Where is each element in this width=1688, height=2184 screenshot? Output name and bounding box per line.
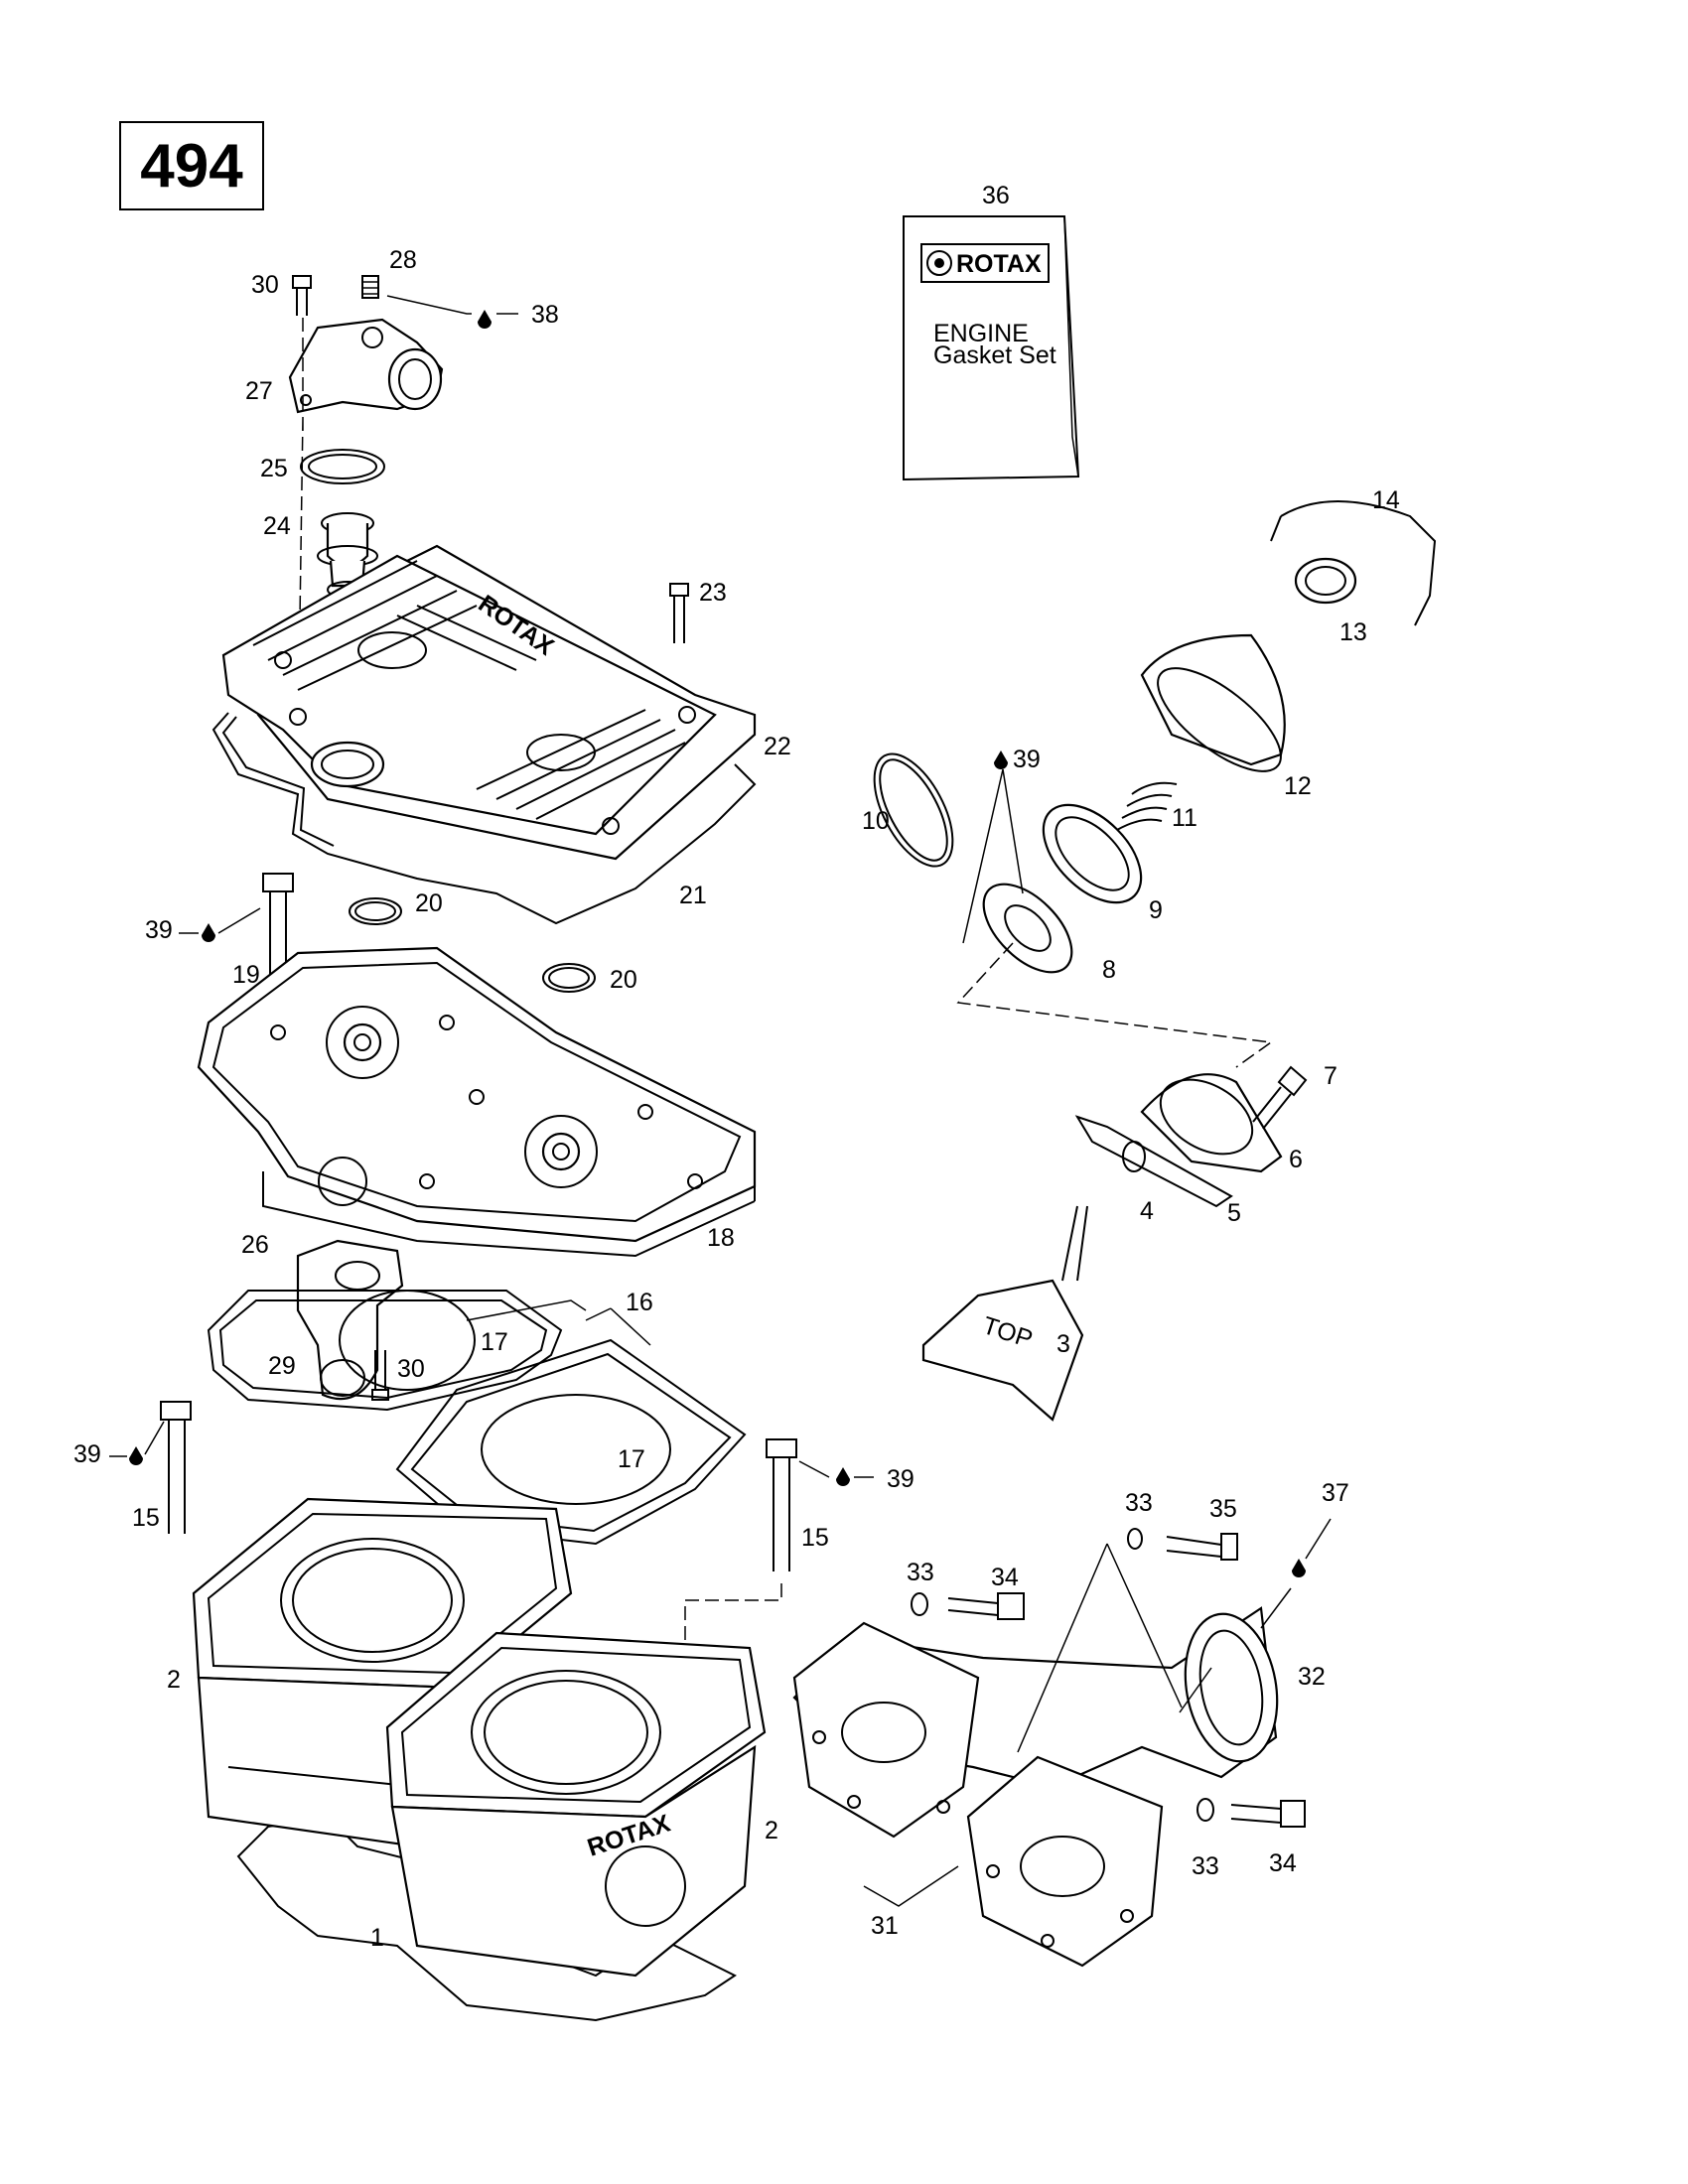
callout-27: 27 [245,377,273,405]
callout-8: 8 [1102,956,1116,984]
callout-24: 24 [263,512,291,540]
callout-4: 4 [1140,1197,1154,1225]
callout-21: 21 [679,882,707,909]
exhaust-manifold-group [792,1528,1306,1968]
callout-34-lower: 34 [1269,1849,1297,1877]
callout-32: 32 [1298,1663,1326,1691]
callout-9: 9 [1149,896,1163,924]
callout-38: 38 [531,301,559,329]
callout-16: 16 [626,1289,653,1316]
callout-29: 29 [268,1352,296,1380]
head-cover-group: ROTAX [211,544,757,925]
callout-39-b: 39 [1013,746,1041,773]
callout-36: 36 [982,182,1010,209]
callout-23: 23 [699,579,727,607]
callout-6: 6 [1289,1146,1303,1173]
callout-labels: 1 2 2 3 4 5 6 7 8 9 10 11 12 13 14 15 15… [73,182,1400,1952]
callout-33-bottom: 33 [1192,1852,1219,1880]
callout-37: 37 [1322,1479,1349,1507]
page-number: 494 [140,131,243,201]
callout-33-mid: 33 [907,1559,934,1586]
callout-15-right: 15 [801,1524,829,1552]
callout-35: 35 [1209,1495,1237,1523]
callout-25: 25 [260,455,288,482]
leader-lines [109,295,1332,1907]
callout-19: 19 [232,961,260,989]
callout-33-top: 33 [1125,1489,1153,1517]
callout-7: 7 [1324,1062,1337,1090]
callout-14: 14 [1372,486,1400,514]
callout-2-right: 2 [765,1817,778,1844]
callout-31: 31 [871,1912,899,1940]
callout-2-left: 2 [167,1666,181,1694]
callout-30-upper: 30 [251,271,279,299]
callout-34-upper: 34 [991,1564,1019,1591]
callout-22: 22 [764,733,791,760]
callout-18: 18 [707,1224,735,1252]
callout-17-left: 17 [481,1328,508,1356]
cylinder-head-group [197,873,757,1258]
callout-12: 12 [1284,772,1312,800]
callout-17-right: 17 [618,1445,645,1473]
callout-28: 28 [389,246,417,274]
callout-20-lower: 20 [610,966,637,994]
callout-1: 1 [370,1924,384,1952]
gasket-and-outlet-group [207,1239,747,1546]
callout-3: 3 [1056,1330,1070,1358]
callout-11: 11 [1172,804,1197,832]
callout-5: 5 [1227,1199,1241,1227]
gasket-set-booklet: ROTAX ENGINE Gasket Set [903,215,1080,481]
callout-15-left: 15 [132,1504,160,1532]
callout-13: 13 [1339,618,1367,646]
callout-26: 26 [241,1231,269,1259]
callout-39-a: 39 [145,916,173,944]
callout-20-upper: 20 [415,889,443,917]
page-number-box: 494 [119,121,264,210]
valve-assembly-group: TOP [873,500,1437,1422]
cylinders-group: ROTAX [192,1497,767,2022]
callout-10: 10 [862,807,890,835]
callout-30-lower: 30 [397,1355,425,1383]
gasket-brand-label: ROTAX [956,250,1042,278]
gasket-line2-label: Gasket Set [933,341,1056,369]
gasket-line1-label: ENGINE [933,320,1029,347]
callout-39-d: 39 [887,1465,914,1493]
callout-39-c: 39 [73,1440,101,1468]
